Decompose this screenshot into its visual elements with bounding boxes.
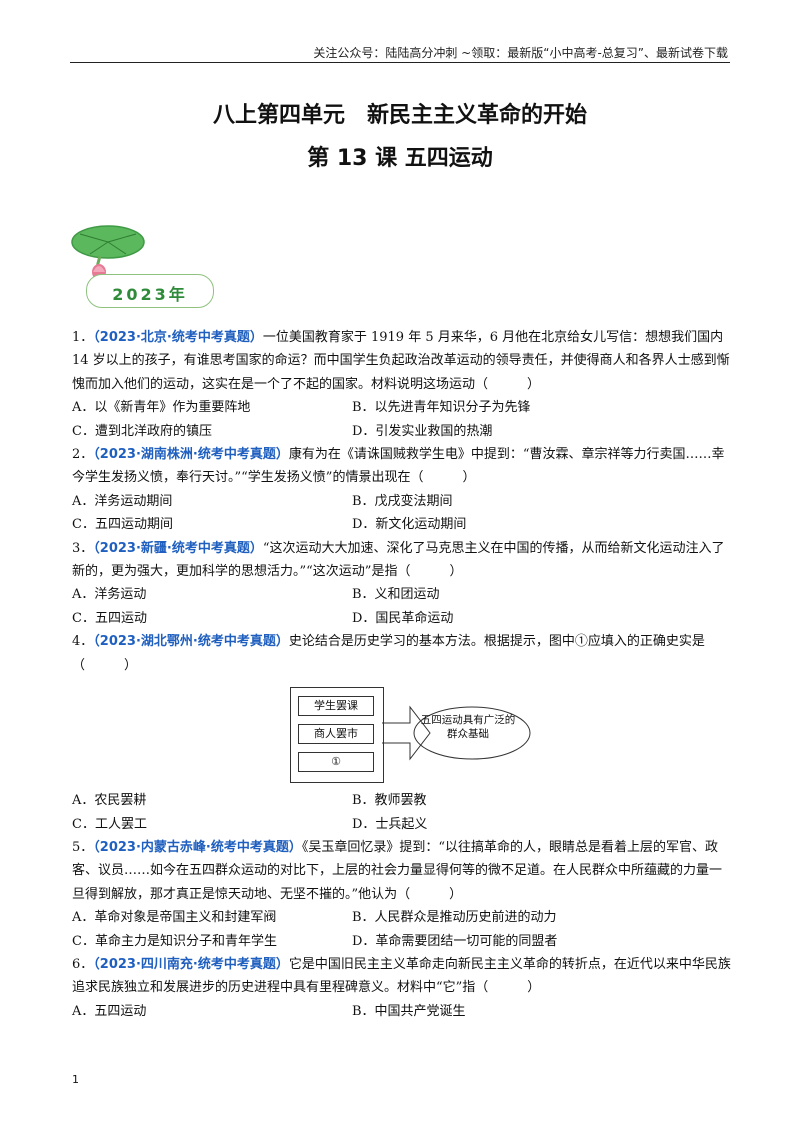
figure-box-strike-merchants: 商人罢市	[298, 724, 374, 745]
option-c[interactable]: C．遭到北洋政府的镇压	[72, 423, 212, 439]
option-c[interactable]: C．五四运动	[72, 610, 147, 626]
question-stem: 2．（2023·湖南株洲·统考中考真题）康有为在《请诛国贼救学生电》中提到：“曹…	[72, 443, 732, 490]
question-text: 它是中国旧民主主义革命走向新民主主义革命的转折点，在近代以来中华民族追求民族独立…	[72, 956, 731, 996]
question-list: 1．（2023·北京·统考中考真题）一位美国教育家于 1919 年 5 月来华，…	[72, 326, 732, 1023]
question-text: 《吴玉章回忆录》提到：“以往搞革命的人，眼睛总是看着上层的军官、政客、议员……如…	[72, 839, 723, 902]
question-source: （2023·湖南株洲·统考中考真题）	[93, 447, 289, 463]
option-a[interactable]: A．洋务运动	[72, 587, 147, 603]
option-a[interactable]: A．以《新青年》作为重要阵地	[72, 400, 251, 416]
option-a[interactable]: A．洋务运动期间	[72, 493, 173, 509]
question-number: 3．	[72, 540, 94, 556]
question-number: 5．	[72, 839, 94, 855]
question-text: 康有为在《请诛国贼救学生电》中提到：“曹汝霖、章宗祥等力行卖国……幸今学生发扬义…	[72, 447, 725, 486]
header-rule	[70, 62, 730, 63]
question-5: 5．（2023·内蒙古赤峰·统考中考真题）《吴玉章回忆录》提到：“以往搞革命的人…	[72, 836, 732, 953]
option-a[interactable]: A．革命对象是帝国主义和封建军阀	[72, 910, 277, 926]
option-list: A．五四运动 B．中国共产党诞生	[72, 1000, 732, 1023]
option-b[interactable]: B．戊戌变法期间	[352, 493, 453, 509]
option-a[interactable]: A．五四运动	[72, 1003, 147, 1019]
option-list: A．洋务运动期间 B．戊戌变法期间 C．五四运动期间 D．新文化运动期间	[72, 490, 732, 537]
question-source: （2023·北京·统考中考真题）	[93, 330, 263, 345]
question-stem: 1．（2023·北京·统考中考真题）一位美国教育家于 1919 年 5 月来华，…	[72, 326, 732, 396]
option-b[interactable]: B．中国共产党诞生	[352, 1003, 466, 1019]
option-a[interactable]: A．农民罢耕	[72, 793, 147, 809]
option-b[interactable]: B．以先进青年知识分子为先锋	[352, 400, 531, 416]
question-stem: 5．（2023·内蒙古赤峰·统考中考真题）《吴玉章回忆录》提到：“以往搞革命的人…	[72, 836, 732, 906]
option-c[interactable]: C．革命主力是知识分子和青年学生	[72, 933, 277, 949]
option-c[interactable]: C．五四运动期间	[72, 517, 173, 533]
option-d[interactable]: D．引发实业救国的热潮	[352, 423, 493, 439]
lesson-title: 第 13 课 五四运动	[307, 146, 493, 171]
question-source: （2023·湖北鄂州·统考中考真题）	[93, 634, 289, 650]
question-text: 史论结合是历史学习的基本方法。根据提示，图中①应填入的正确史实是（ ）	[72, 634, 705, 673]
option-b[interactable]: B．人民群众是推动历史前进的动力	[352, 910, 557, 926]
figure-container: 学生罢课 商人罢市 ①	[290, 687, 384, 784]
page-number: 1	[72, 1073, 79, 1086]
option-list: A．农民罢耕 B．教师罢教 C．工人罢工 D．士兵起义	[72, 789, 732, 836]
unit-title: 八上第四单元 新民主主义革命的开始	[212, 103, 587, 128]
year-label: 2023年	[112, 285, 188, 304]
option-list: A．革命对象是帝国主义和封建军阀 B．人民群众是推动历史前进的动力 C．革命主力…	[72, 906, 732, 953]
question-figure: 学生罢课 商人罢市 ① 五四运动具有广泛的群众基础	[72, 677, 732, 789]
question-number: 2．	[72, 447, 94, 463]
question-text: 一位美国教育家于 1919 年 5 月来华，6 月他在北京给女儿写信：想想我们国…	[72, 330, 730, 392]
option-list: A．洋务运动 B．义和团运动 C．五四运动 D．国民革命运动	[72, 583, 732, 630]
option-d[interactable]: D．士兵起义	[352, 816, 428, 832]
question-stem: 3．（2023·新疆·统考中考真题）“这次运动大大加速、深化了马克思主义在中国的…	[72, 537, 732, 584]
year-pill: 2023年	[86, 274, 214, 308]
option-d[interactable]: D．新文化运动期间	[352, 517, 467, 533]
question-number: 6．	[72, 956, 94, 972]
question-number: 4．	[72, 634, 94, 650]
option-d[interactable]: D．革命需要团结一切可能的同盟者	[352, 933, 558, 949]
option-b[interactable]: B．教师罢教	[352, 793, 427, 809]
option-b[interactable]: B．义和团运动	[352, 587, 440, 603]
header-notice: 关注公众号：陆陆高分冲刺 ~领取：最新版“小中高考-总复习”、最新试卷下载	[313, 46, 728, 60]
question-source: （2023·新疆·统考中考真题）	[93, 540, 263, 556]
question-1: 1．（2023·北京·统考中考真题）一位美国教育家于 1919 年 5 月来华，…	[72, 326, 732, 443]
figure-callout: 五四运动具有广泛的群众基础	[420, 714, 516, 741]
question-number: 1．	[72, 330, 94, 345]
question-stem: 4．（2023·湖北鄂州·统考中考真题）史论结合是历史学习的基本方法。根据提示，…	[72, 630, 732, 677]
question-stem: 6．（2023·四川南充·统考中考真题）它是中国旧民主主义革命走向新民主主义革命…	[72, 953, 732, 1000]
option-c[interactable]: C．工人罢工	[72, 816, 147, 832]
year-badge: 2023年	[68, 222, 216, 314]
figure-box-blank: ①	[298, 752, 374, 773]
question-text: “这次运动大大加速、深化了马克思主义在中国的传播，从而给新文化运动注入了新的，更…	[72, 540, 725, 580]
question-source: （2023·内蒙古赤峰·统考中考真题）	[93, 839, 302, 855]
question-source: （2023·四川南充·统考中考真题）	[93, 956, 289, 972]
arrow-icon	[382, 705, 531, 761]
question-4: 4．（2023·湖北鄂州·统考中考真题）史论结合是历史学习的基本方法。根据提示，…	[72, 630, 732, 836]
option-d[interactable]: D．国民革命运动	[352, 610, 454, 626]
option-list: A．以《新青年》作为重要阵地 B．以先进青年知识分子为先锋 C．遭到北洋政府的镇…	[72, 396, 732, 443]
question-2: 2．（2023·湖南株洲·统考中考真题）康有为在《请诛国贼救学生电》中提到：“曹…	[72, 443, 732, 537]
question-6: 6．（2023·四川南充·统考中考真题）它是中国旧民主主义革命走向新民主主义革命…	[72, 953, 732, 1023]
figure-box-strike-students: 学生罢课	[298, 696, 374, 717]
question-3: 3．（2023·新疆·统考中考真题）“这次运动大大加速、深化了马克思主义在中国的…	[72, 537, 732, 631]
